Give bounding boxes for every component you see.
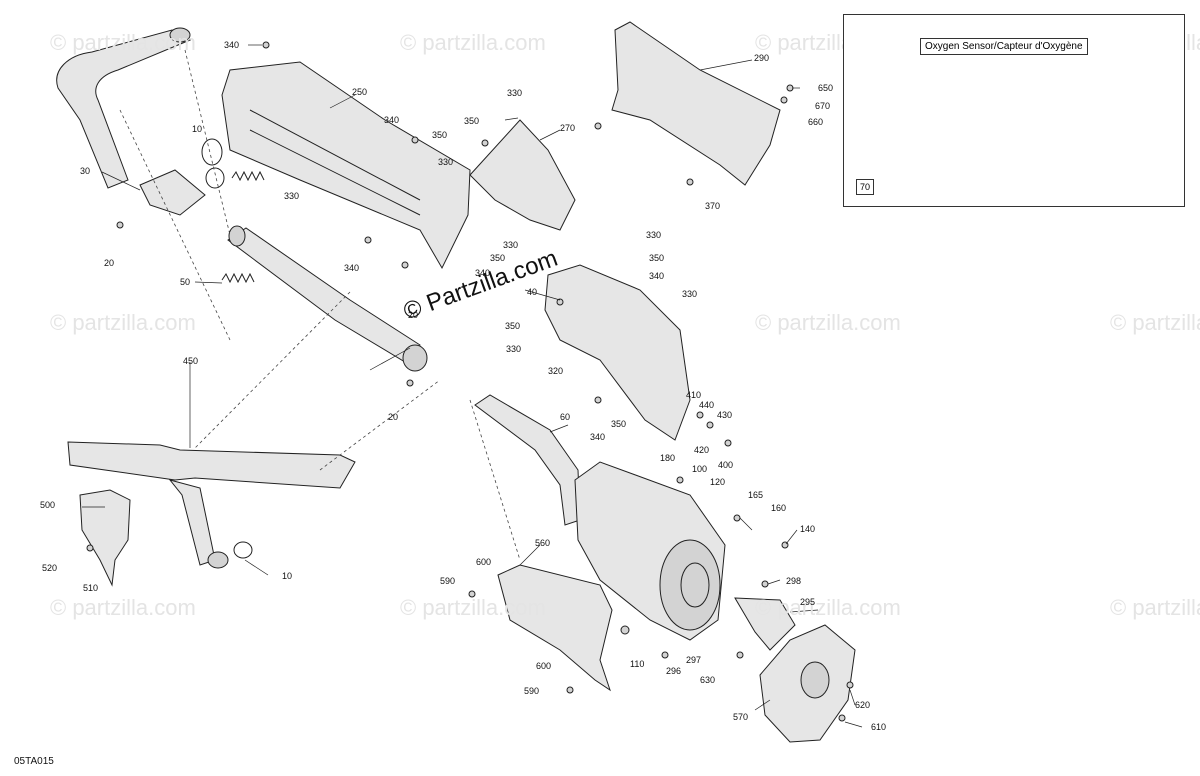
pipe-flange — [139, 169, 206, 216]
callout-330[interactable]: 330 — [438, 157, 454, 167]
drawing-code: 05TA015 — [14, 756, 54, 767]
lower-pipe-40 — [67, 441, 356, 489]
callout-10[interactable]: 10 — [282, 571, 293, 581]
callout-180[interactable]: 180 — [660, 453, 676, 463]
callout-400[interactable]: 400 — [718, 460, 734, 470]
callout-410[interactable]: 410 — [686, 390, 702, 400]
callout-650[interactable]: 650 — [818, 83, 834, 93]
middle-pipe-outlet — [402, 344, 428, 372]
callout-670[interactable]: 670 — [815, 101, 831, 111]
callout-600[interactable]: 600 — [476, 557, 492, 567]
callout-350[interactable]: 350 — [490, 253, 506, 263]
callout-140[interactable]: 140 — [800, 524, 816, 534]
callout-630[interactable]: 630 — [700, 675, 716, 685]
assembly-lines — [119, 49, 521, 561]
lower-pipe-end — [207, 551, 229, 569]
heat-shield-560 — [497, 564, 613, 692]
callout-660[interactable]: 660 — [808, 117, 824, 127]
callout-20[interactable]: 20 — [104, 258, 115, 268]
callout-340[interactable]: 340 — [344, 263, 360, 273]
inset-ref-number: 70 — [856, 179, 874, 195]
callout-20[interactable]: 20 — [408, 310, 419, 320]
callout-340[interactable]: 340 — [475, 268, 491, 278]
bracket-500 — [79, 489, 131, 587]
callout-20[interactable]: 20 — [388, 412, 399, 422]
upper-elbow-pipe — [56, 29, 192, 189]
callout-500[interactable]: 500 — [40, 500, 56, 510]
callout-330[interactable]: 330 — [682, 289, 698, 299]
callout-440[interactable]: 440 — [699, 400, 715, 410]
callout-340[interactable]: 340 — [649, 271, 665, 281]
tail-cover-opening — [800, 661, 830, 699]
leader-lines — [82, 44, 863, 728]
callout-110[interactable]: 110 — [630, 659, 645, 669]
muffler-outlet — [680, 562, 710, 608]
shield-ribs — [249, 109, 421, 216]
callout-450[interactable]: 40 — [527, 287, 538, 297]
callout-320[interactable]: 320 — [548, 366, 564, 376]
seal-ring-lower — [233, 541, 253, 559]
callout-600[interactable]: 600 — [536, 661, 552, 671]
callout-100[interactable]: 100 — [692, 464, 708, 474]
callout-296[interactable]: 296 — [666, 666, 682, 676]
bracket-270 — [469, 119, 576, 231]
callout-590[interactable]: 590 — [440, 576, 456, 586]
heat-shield-290 — [611, 21, 781, 186]
callout-610[interactable]: 610 — [871, 722, 887, 732]
callout-350[interactable]: 350 — [432, 130, 448, 140]
callout-160[interactable]: 160 — [771, 503, 787, 513]
callout-330[interactable]: 330 — [506, 344, 522, 354]
pipe-end — [169, 27, 191, 43]
callout-290[interactable]: 290 — [754, 53, 770, 63]
seal-ring-top — [201, 138, 223, 166]
callout-570[interactable]: 570 — [733, 712, 749, 722]
callout-165[interactable]: 165 — [748, 490, 764, 500]
middle-pipe-end — [228, 225, 246, 247]
callout-340[interactable]: 340 — [384, 115, 400, 125]
callout-270[interactable]: 270 — [560, 123, 576, 133]
callout-560[interactable]: 560 — [535, 538, 551, 548]
callout-330[interactable]: 330 — [646, 230, 662, 240]
callout-510[interactable]: 510 — [83, 583, 99, 593]
callout-330[interactable]: 330 — [284, 191, 300, 201]
callout-10[interactable]: 10 — [192, 124, 203, 134]
callout-60[interactable]: 60 — [560, 412, 571, 422]
spring-top — [231, 170, 265, 182]
inset-title: Oxygen Sensor/Capteur d'Oxygène — [920, 38, 1088, 55]
callout-40[interactable]: 450 — [183, 356, 199, 366]
bracket-295 — [734, 597, 796, 651]
callout-590[interactable]: 590 — [524, 686, 540, 696]
callout-340[interactable]: 340 — [224, 40, 240, 50]
callout-250[interactable]: 250 — [352, 87, 368, 97]
callout-297[interactable]: 297 — [686, 655, 702, 665]
callout-620[interactable]: 620 — [855, 700, 871, 710]
callout-520[interactable]: 520 — [42, 563, 58, 573]
callout-120[interactable]: 120 — [710, 477, 726, 487]
callout-330[interactable]: 330 — [503, 240, 519, 250]
callout-350[interactable]: 350 — [464, 116, 480, 126]
callout-370[interactable]: 370 — [705, 201, 721, 211]
heat-shield-250 — [221, 61, 471, 270]
callout-420[interactable]: 420 — [694, 445, 710, 455]
oxygen-sensor-inset: Oxygen Sensor/Capteur d'Oxygène 70 — [843, 14, 1185, 207]
callout-350[interactable]: 350 — [505, 321, 521, 331]
callout-330[interactable]: 330 — [507, 88, 523, 98]
seal-ring-mid — [205, 167, 225, 189]
callout-295[interactable]: 295 — [800, 597, 816, 607]
callout-350[interactable]: 350 — [649, 253, 665, 263]
callout-298[interactable]: 298 — [786, 576, 802, 586]
lower-pipe-bend — [168, 479, 216, 566]
spring-bottom — [221, 272, 255, 284]
middle-pipe — [227, 227, 421, 366]
callout-340[interactable]: 340 — [590, 432, 606, 442]
muffler-end-cap — [659, 539, 721, 631]
callout-430[interactable]: 430 — [717, 410, 733, 420]
callout-30[interactable]: 30 — [80, 166, 91, 176]
callout-350[interactable]: 350 — [611, 419, 627, 429]
heat-shield-320 — [544, 264, 691, 441]
callout-50[interactable]: 50 — [180, 277, 191, 287]
